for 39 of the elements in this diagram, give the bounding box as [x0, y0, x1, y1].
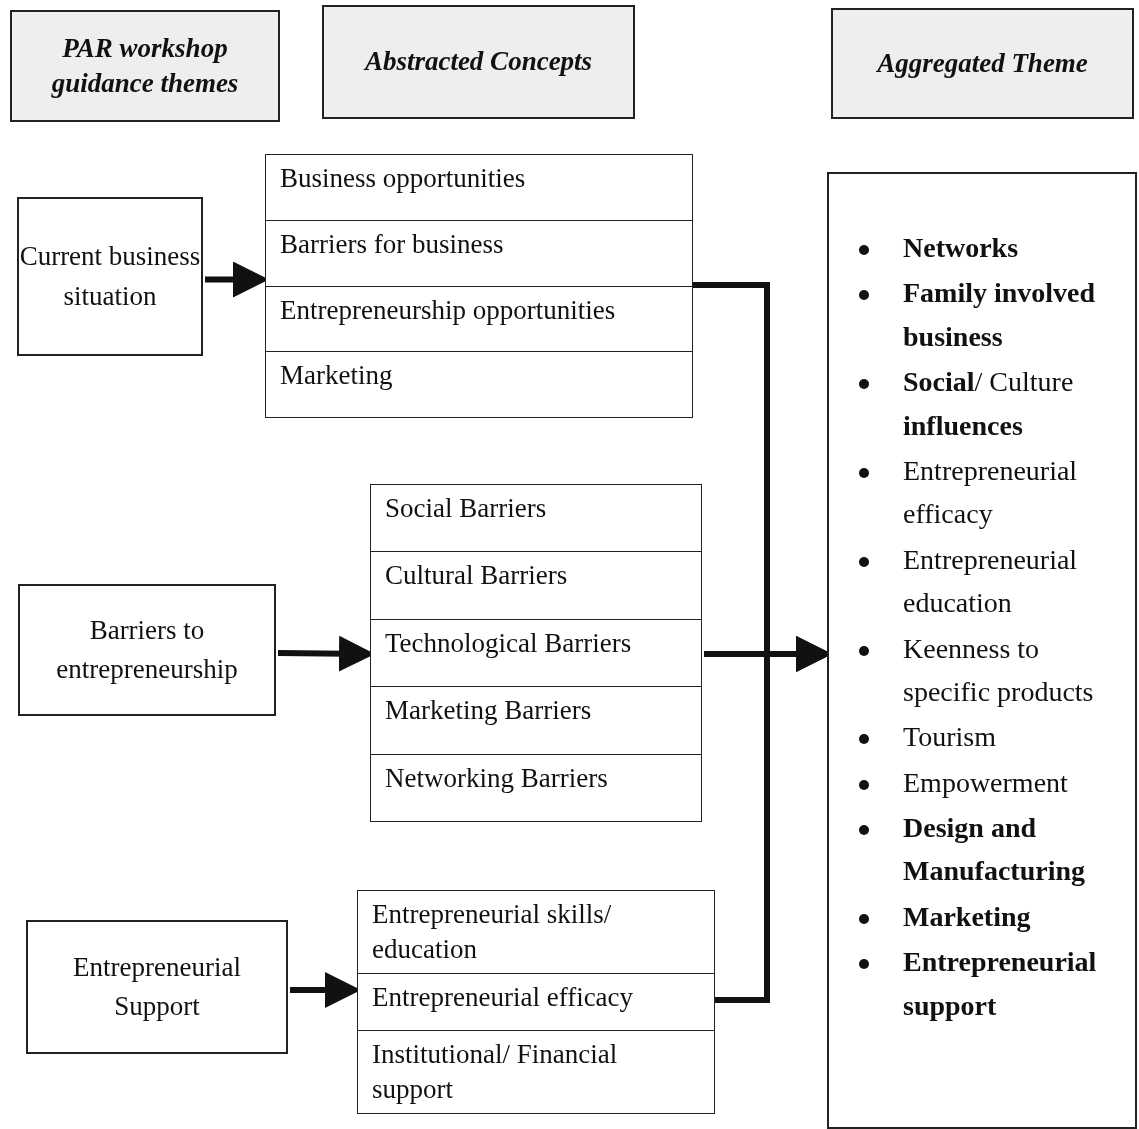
- theme-item: Design and Manufacturing: [855, 806, 1125, 893]
- concept-table: [357, 890, 715, 1114]
- concept-row: Entrepreneurship opportunities: [266, 286, 692, 353]
- theme-label: Barriers to entrepreneurship: [55, 613, 239, 686]
- theme-box: [17, 197, 203, 356]
- theme-label: Current business situation: [19, 240, 201, 313]
- theme-item: Entrepreneurial support: [855, 940, 1125, 1028]
- theme-item: Marketing: [855, 894, 1125, 939]
- theme-item: Entrepreneurial efficacy: [855, 448, 1125, 536]
- theme-item: Family involved business: [855, 271, 1125, 359]
- theme-item: Entrepreneurial education: [855, 537, 1125, 625]
- concept-row-text: Marketing: [279, 359, 394, 393]
- concept-row: Technological Barriers: [371, 619, 701, 688]
- concept-row: Entrepreneurial efficacy: [358, 974, 714, 1031]
- concept-row: Social Barriers: [371, 485, 701, 553]
- theme-item: Networks: [855, 226, 1125, 270]
- theme-box: [18, 584, 276, 716]
- concept-table: [370, 484, 702, 822]
- theme-list-box: [827, 172, 1137, 1129]
- column-heading: Aggregated Theme: [877, 46, 1088, 80]
- header-box: [10, 10, 280, 122]
- theme-item: Empowerment: [855, 760, 1125, 805]
- concept-row: Entrepreneurial skills/ education: [358, 891, 714, 975]
- column-heading: Abstracted Concepts: [364, 45, 593, 79]
- column-heading: PAR workshop guidance themes: [50, 31, 240, 100]
- concept-row: Business opportunities: [266, 155, 692, 221]
- header-box: [831, 8, 1134, 119]
- concept-row: Cultural Barriers: [371, 552, 701, 620]
- theme-item: Keenness to specific products: [855, 626, 1125, 714]
- theme-box: [26, 920, 288, 1054]
- header-box: [322, 5, 635, 119]
- theme-item: Tourism: [855, 715, 1125, 759]
- concept-row-text: Networking Barriers: [384, 761, 609, 795]
- concept-row: Marketing Barriers: [371, 687, 701, 755]
- concept-table: [265, 154, 693, 418]
- concept-row-text: Institutional/ Financial support: [371, 1037, 619, 1106]
- theme-item: Social/ Culture influences: [855, 360, 1125, 447]
- concept-row: Barriers for business: [266, 220, 692, 287]
- theme-label: Entrepreneurial Support: [72, 950, 242, 1023]
